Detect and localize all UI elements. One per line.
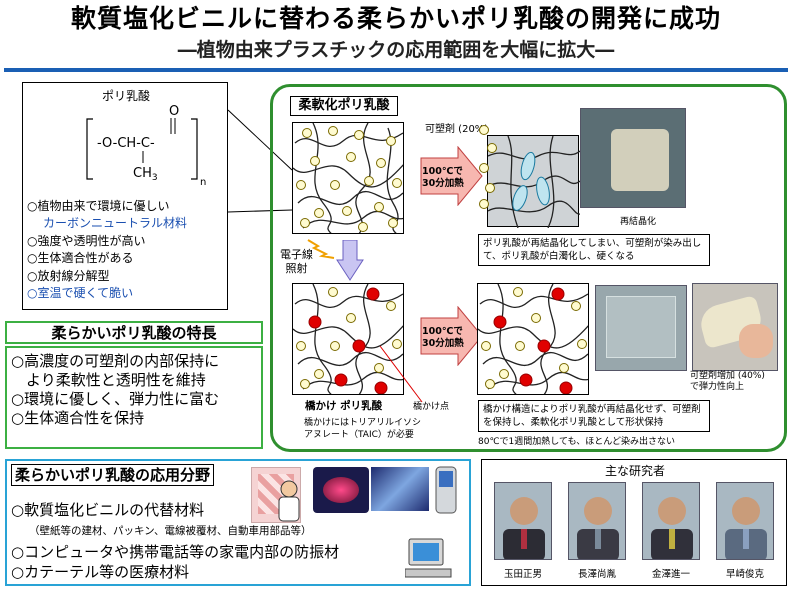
plasticizer-label: 可塑剤 (20%) <box>425 124 489 135</box>
recrystallized-chains <box>487 135 581 229</box>
taic-note: 橋かけにはトリアリルイソシ アヌレート（TAIC）が必要 <box>304 417 421 441</box>
stable-chains <box>478 284 588 394</box>
heat-label-top: 100℃で 30分加熱 <box>422 166 464 190</box>
soft-pla-label: 柔軟化ポリ乳酸 <box>290 96 398 116</box>
pla-properties-list: ○植物由来で環境に優しい カーボンニュートラル材料 ○強度や透明性が高い ○生体… <box>27 198 227 302</box>
researchers-title: 主な研究者 <box>604 464 665 478</box>
pla-structure-formula: O -O-CH-C- CH3 n <box>86 104 206 188</box>
heat-label-line: 100℃で <box>422 166 463 177</box>
transparent-sample-photo <box>595 285 687 371</box>
formula-chain: -O-CH-C- <box>97 136 155 151</box>
note-bottom: 橋かけ構造によりポリ乳酸が再結晶化せず、可塑剤を保持し、柔軟化ポリ乳酸として形状… <box>478 400 710 432</box>
plasticizer-increase-line: で弾力性向上 <box>690 382 745 392</box>
taic-note-line: 橋かけにはトリアリルイソシ <box>304 418 422 428</box>
header-divider <box>4 68 788 72</box>
process-diagram-frame <box>270 84 787 452</box>
features-title-box: 柔らかいポリ乳酸の特長 <box>5 321 263 344</box>
pla-property: カーボンニュートラル材料 <box>43 216 188 231</box>
polymer-chains <box>293 123 403 233</box>
formula-double-o: O <box>169 104 179 119</box>
pla-info-box: ポリ乳酸 O -O-CH-C- CH3 n ○植物由来で環境に優しい カーボンニ… <box>22 82 228 310</box>
cable-illustration <box>313 467 369 513</box>
researcher-photo <box>494 482 552 560</box>
elastic-sample-photo <box>692 283 778 371</box>
pla-property: ○放射線分解型 <box>27 268 110 283</box>
feature-item: ○高濃度の可塑剤の内部保持に <box>11 352 220 370</box>
recrystallize-label: 再結晶化 <box>620 217 657 227</box>
crosslink-point-label: 橋かけ点 <box>413 402 450 412</box>
recrystallized-panel <box>487 135 581 229</box>
formula-ch3: CH <box>133 166 152 181</box>
cloudy-sample-photo <box>580 108 686 208</box>
application-item: ○カテーテル等の医療材料 <box>11 563 190 581</box>
features-title: 柔らかいポリ乳酸の特長 <box>51 324 217 342</box>
heat-label-bottom: 100℃で 30分加熱 <box>422 326 464 350</box>
page-title: 軟質塩化ビニルに替わる柔らかいポリ乳酸の開発に成功 <box>70 4 721 33</box>
applications-title: 柔らかいポリ乳酸の応用分野 <box>11 464 215 486</box>
feature-item: ○生体適合性を保持 <box>11 409 145 427</box>
ebeam-label-line: 電子線 <box>280 248 313 261</box>
heat-arrow-top <box>420 146 483 206</box>
plasticizer-increase-line: 可塑剤増加 (40%) <box>690 371 765 381</box>
researcher-name: 金澤進一 <box>651 569 690 580</box>
pla-property: ○強度や透明性が高い <box>27 233 146 248</box>
pla-property: ○室温で硬くて脆い <box>27 286 134 301</box>
application-item: ○軟質塩化ビニルの代替材料 <box>11 501 205 519</box>
researcher-photo <box>642 482 700 560</box>
computer-icon <box>405 538 452 578</box>
svg-text:CH3: CH3 <box>133 166 158 183</box>
ebeam-arrow <box>336 240 364 281</box>
page-subtitle: ―植物由来プラスチックの応用範囲を大幅に拡大― <box>177 39 615 61</box>
ebeam-zigzag-icon <box>307 239 335 259</box>
feature-item: ○環境に優しく、弾力性に富む <box>11 390 220 408</box>
heat-arrow-bottom <box>420 306 483 366</box>
ebeam-label: 電子線 照射 <box>280 248 313 276</box>
formula-sub3: 3 <box>152 173 158 183</box>
ebeam-label-line: 照射 <box>285 262 308 275</box>
pla-property: ○生体適合性がある <box>27 251 134 266</box>
expelled-plasticizer <box>479 125 497 209</box>
heat-label-line: 100℃で <box>422 326 463 337</box>
crosslinked-pla-panel <box>292 283 404 395</box>
feature-item: より柔軟性と透明性を維持 <box>26 371 206 389</box>
pla-name: ポリ乳酸 <box>101 89 150 103</box>
researchers-box: 主な研究者 玉田正男 長澤尚胤 金澤進一 早崎俊克 <box>481 459 787 586</box>
researcher-name: 玉田正男 <box>503 569 542 580</box>
plasticizer-increase-label: 可塑剤増加 (40%) で弾力性向上 <box>690 371 765 393</box>
application-item: ○コンピュータや携帯電話等の家電内部の防振材 <box>11 543 340 561</box>
heat-label-line: 30分加熱 <box>422 338 464 349</box>
plasticized-pla-panel <box>292 122 404 234</box>
taic-note-line: アヌレート（TAIC）が必要 <box>304 430 414 440</box>
formula-n: n <box>200 177 206 188</box>
crosslinked-label: 橋かけ ポリ乳酸 <box>305 400 383 412</box>
researcher-name: 早崎俊克 <box>725 569 764 580</box>
worker-icon <box>278 480 300 522</box>
features-list: ○高濃度の可塑剤の内部保持に より柔軟性と透明性を維持 ○環境に優しく、弾力性に… <box>5 346 263 449</box>
note-top: ポリ乳酸が再結晶化してしまい、可塑剤が染み出して、ポリ乳酸が白濁化し、硬くなる <box>478 234 710 266</box>
applications-box: 柔らかいポリ乳酸の応用分野 ○軟質塩化ビニルの代替材料 （壁紙等の建材、パッキン… <box>5 459 471 586</box>
heat-label-line: 30分加熱 <box>422 178 464 189</box>
application-item: （壁紙等の建材、パッキン、電線被覆材、自動車用部品等） <box>29 525 312 537</box>
researcher-photo <box>716 482 774 560</box>
pla-property: ○植物由来で環境に優しい <box>27 199 170 213</box>
crosslink-pointer <box>379 345 423 403</box>
mobile-phone-icon <box>435 466 457 514</box>
bottom-caption: 80℃で1週間加熱しても、ほとんど染み出さない <box>478 437 676 447</box>
researcher-name: 長澤尚胤 <box>577 569 616 580</box>
packing-illustration <box>371 467 429 511</box>
stable-pla-panel <box>477 283 589 395</box>
researcher-photo <box>568 482 626 560</box>
crosslinked-chains <box>293 284 403 394</box>
